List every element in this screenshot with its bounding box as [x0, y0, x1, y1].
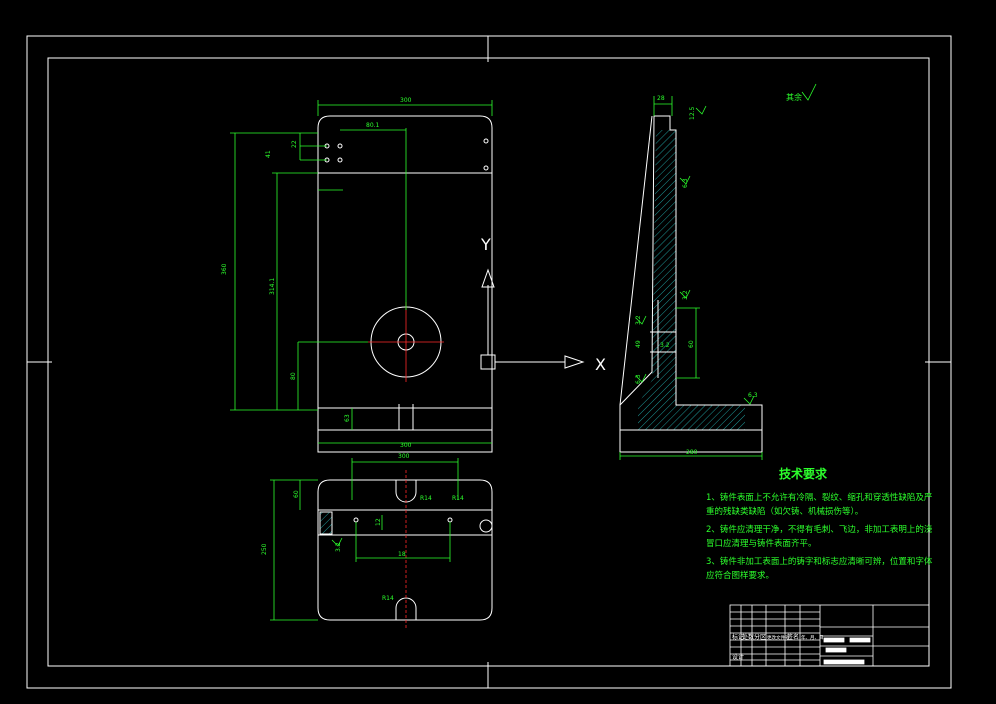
front-width-dim: 300	[400, 97, 412, 104]
tb-label-count: 处数	[742, 633, 754, 641]
top-slot-dim-2: R14	[382, 595, 394, 602]
tech-req-line-6: 应符合图样要求。	[706, 570, 774, 581]
side-outline	[619, 115, 763, 453]
top-dimensions	[270, 458, 459, 621]
tech-requirements-title: 技术要求	[779, 466, 828, 481]
tb-label-sign: 签名	[787, 633, 799, 641]
tech-req-line-5: 3、铸件非加工表面上的铸字和标志应清晰可辨，位置和字体	[706, 556, 933, 567]
tech-requirements: 技术要求 1、铸件表面上不允许有冷隔、裂纹、缩孔和穿透性缺陷及严 重的残缺类缺陷…	[706, 466, 933, 581]
side-rough-5: 6.3	[635, 374, 642, 384]
top-depth-dim: 250	[261, 543, 268, 555]
front-bottom-width-dim: 300	[400, 442, 412, 449]
sheet-border	[26, 35, 952, 689]
front-outline	[317, 115, 493, 453]
surface-finish-icon	[801, 83, 817, 101]
tech-req-line-2: 重的残缺类缺陷（如欠铸、机械损伤等）。	[706, 506, 863, 517]
tb-label-zone: 分区	[754, 633, 766, 641]
side-rough-2: 6.3	[682, 178, 689, 188]
title-block	[729, 604, 930, 667]
side-rough-7: 3.2	[660, 342, 670, 349]
tech-req-line-3: 2、铸件应清理干净，不得有毛刺、飞边，非加工表明上的浇	[706, 524, 933, 535]
tb-label-change-doc: 更改文件号	[767, 634, 790, 641]
side-hole-dim-1: 49	[635, 340, 642, 348]
front-inner-height-dim: 314.1	[269, 278, 276, 295]
front-small-dim-2: 41	[265, 150, 272, 158]
top-slot-dim-1: R14	[420, 495, 432, 502]
tech-req-line-1: 1、铸件表面上不允许有冷隔、裂纹、缩孔和穿透性缺陷及严	[706, 492, 932, 503]
tb-label-design: 设计	[732, 653, 744, 661]
side-top-dim: 28	[657, 95, 665, 102]
top-outline	[317, 479, 493, 621]
front-boss-offset-dim: 80	[290, 372, 297, 380]
tb-label-mark: 标记	[732, 633, 744, 641]
front-small-dim-1: 22	[291, 140, 298, 148]
side-section-hatch	[638, 130, 745, 430]
top-left-dim: 60	[293, 490, 300, 498]
top-view: 300 60 250 R14 R14 R14 12 18 3.2	[261, 453, 493, 630]
ucs-y-label: Y	[480, 235, 491, 254]
top-hole-dim-2: 18	[398, 551, 406, 558]
side-rough-1: 12.5	[689, 106, 696, 120]
side-rough-6: 6.3	[748, 392, 758, 399]
top-width-dim: 300	[398, 453, 410, 460]
side-hole-dim-2: 60	[688, 340, 695, 348]
front-height-dim: 360	[221, 263, 228, 275]
tech-req-line-4: 冒口应清理与铸件表面齐平。	[706, 538, 817, 549]
side-dimensions	[619, 96, 763, 460]
side-base-dim: 280	[686, 449, 698, 456]
ucs-x-label: X	[595, 355, 606, 374]
top-hole-dim-1: 12	[375, 518, 382, 526]
front-bottom-dim: 63	[344, 414, 351, 422]
side-rough-4: 3.2	[635, 315, 642, 325]
front-hole-spacing-dim: 80.1	[366, 122, 380, 129]
side-view: 28 12.5 6.3 3.2 3.2 6.3 6.3 3.2 49 60 28…	[619, 95, 763, 460]
tb-label-date: 年、月、日	[801, 634, 824, 641]
side-rough-3: 3.2	[682, 290, 689, 300]
front-dimensions	[230, 100, 493, 444]
top-roughness: 3.2	[335, 542, 342, 552]
front-view: 300 80.1 360 314.1 80 22 41 63 300	[221, 97, 493, 453]
surface-finish-label: 其余	[786, 92, 802, 102]
ucs-icon	[480, 268, 585, 370]
top-slot-dim-3: R14	[452, 495, 464, 502]
